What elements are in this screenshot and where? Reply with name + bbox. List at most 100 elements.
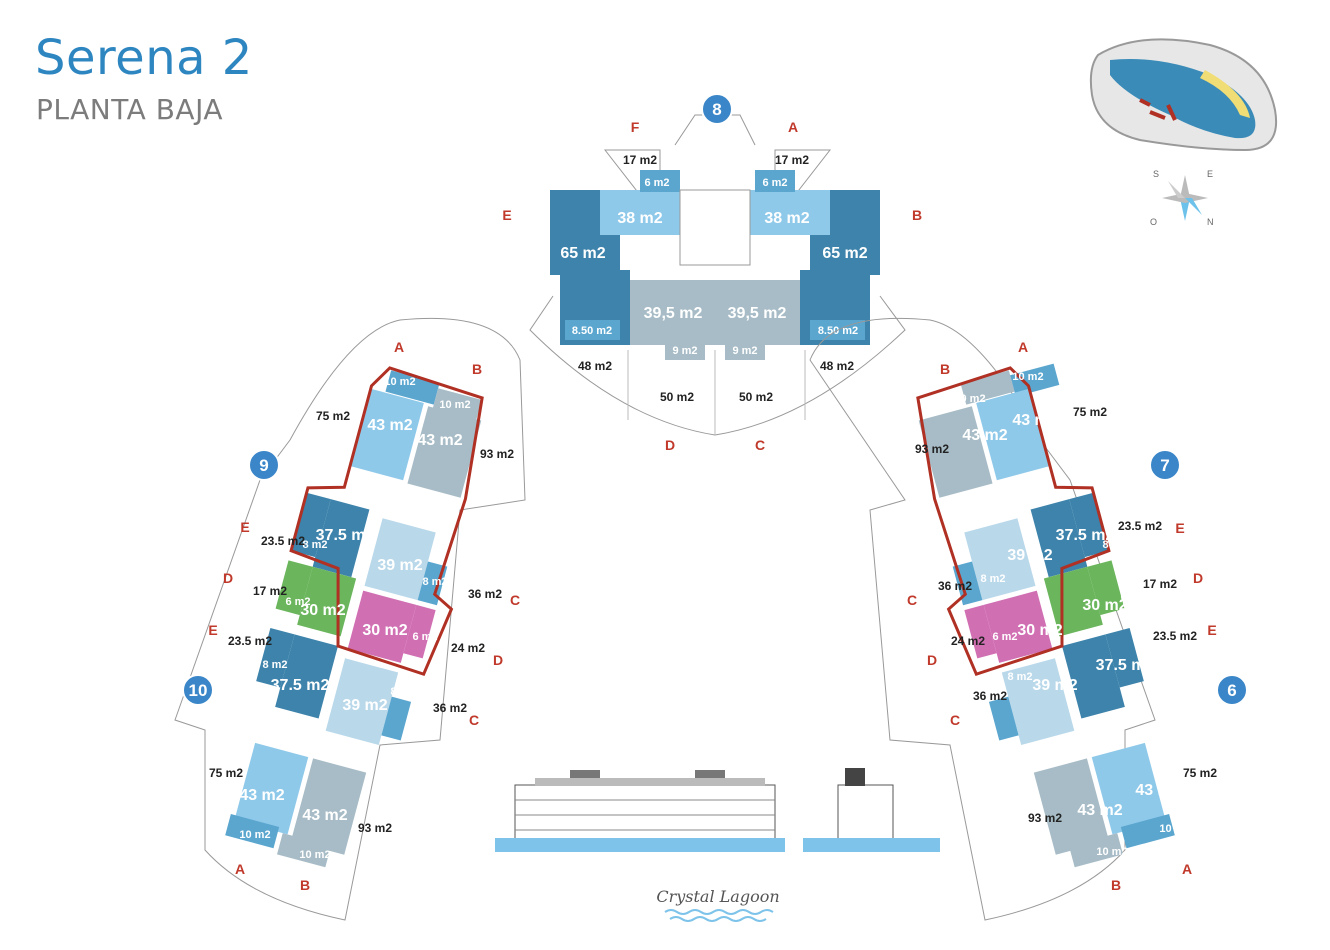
- b6-unit-label: 8 m2: [1007, 671, 1032, 683]
- b10-letter: B: [300, 877, 310, 893]
- b9-terrace-label: 93 m2: [480, 447, 514, 461]
- b9-letter: E: [208, 622, 217, 638]
- b9-letter: D: [223, 570, 233, 586]
- b9-terrace-label: 23.5 m2: [228, 634, 272, 648]
- b7-letter: D: [927, 652, 937, 668]
- b10-letter: A: [235, 861, 245, 877]
- b8-unit-label: 6 m2: [762, 177, 787, 189]
- b7-unit-label: 10 m2: [1012, 371, 1043, 383]
- front-elevation: [495, 770, 785, 852]
- b6-letter: A: [1182, 861, 1192, 877]
- b9-unit-label: 43 m2: [417, 432, 462, 449]
- b8-unit-label: 9 m2: [672, 345, 697, 357]
- b7-unit-label: 30 m2: [1017, 622, 1062, 639]
- b6-unit-label: 43 m2: [1135, 782, 1180, 799]
- b6-unit-label: 39 m2: [1032, 677, 1077, 694]
- page-title: Serena 2: [35, 30, 253, 86]
- b9-unit-label: 39 m2: [377, 557, 422, 574]
- b9-letter: C: [510, 592, 520, 608]
- building-8-badge: [701, 93, 733, 125]
- b9-terrace-label: 36 m2: [468, 587, 502, 601]
- crystal-lagoon-logo: Crystal Lagoon: [656, 887, 780, 922]
- side-elevation: [803, 768, 940, 852]
- building-6-badge: [1216, 674, 1248, 706]
- b9-unit-label: 10 m2: [439, 399, 470, 411]
- b7-terrace-label: 75 m2: [1073, 405, 1107, 419]
- b9-terrace-label: 36 m2: [433, 701, 467, 715]
- b7-terrace-label: 36 m2: [973, 689, 1007, 703]
- b7-terrace-label: 93 m2: [915, 442, 949, 456]
- building-10-number: 10: [189, 681, 208, 700]
- building-8: 8 6 m2 6 m2 38 m2 38 m2 65 m2 65 m2 39,5…: [502, 93, 922, 453]
- b7-unit-label: 39 m2: [1007, 547, 1052, 564]
- b8-terrace-label: 17 m2: [775, 153, 809, 167]
- right-wing: 7 6 10 m2 10 m2 43 m2 43 m2 37.5 m2 8 m2…: [809, 317, 1248, 921]
- b9-terrace-label: 24 m2: [451, 641, 485, 655]
- b7-terrace-label: 24 m2: [951, 634, 985, 648]
- b8-unit-label: 6 m2: [644, 177, 669, 189]
- b8-terrace-label: 17 m2: [623, 153, 657, 167]
- b9-terrace-label: 23.5 m2: [261, 534, 305, 548]
- brand-text: Crystal Lagoon: [656, 887, 779, 906]
- left-wing: 9 10 10 m2 10 m2 43 m2 43 m2 37.5 m2 8 m…: [174, 317, 526, 921]
- b6-letter: B: [1111, 877, 1121, 893]
- b10-unit-label: 43 m2: [302, 807, 347, 824]
- building-9-number: 9: [259, 456, 268, 475]
- b8-terrace-label: 50 m2: [739, 390, 773, 404]
- b10-unit-label: 43 m2: [239, 787, 284, 804]
- b7-terrace-label: 23.5 m2: [1153, 629, 1197, 643]
- b7-unit-label: 10 m2: [954, 393, 985, 405]
- b9-unit-label: 43 m2: [367, 417, 412, 434]
- b6-unit-label: 8 m2: [1137, 641, 1162, 653]
- b10-unit-label: 10 m2: [239, 829, 270, 841]
- b7-unit-label: 37.5 m2: [1056, 527, 1115, 544]
- b8-unit-label: 39,5 m2: [644, 305, 703, 322]
- compass-o: O: [1150, 217, 1157, 227]
- building-7-number: 7: [1160, 456, 1169, 475]
- b7-unit-label: 43 m2: [962, 427, 1007, 444]
- b8-unit-label: 38 m2: [764, 210, 809, 227]
- b8-unit-label: 8.50 m2: [818, 325, 858, 337]
- b8-unit-label: 39,5 m2: [728, 305, 787, 322]
- b7-letter: B: [940, 361, 950, 377]
- b8-unit-label: 65 m2: [822, 245, 867, 262]
- b7-unit-label: 8 m2: [1102, 539, 1127, 551]
- building-6-number: 6: [1227, 681, 1236, 700]
- compass-e: E: [1207, 169, 1213, 179]
- b10-unit-label: 8 m2: [390, 686, 415, 698]
- b7-terrace-label: 17 m2: [1143, 577, 1177, 591]
- b6-unit-label: 10 m2: [1096, 846, 1127, 858]
- b7-terrace-label: 36 m2: [938, 579, 972, 593]
- building-10-badge: [182, 674, 214, 706]
- b9-unit-label: 10 m2: [384, 376, 415, 388]
- compass-n: N: [1207, 217, 1214, 227]
- b7-letter: C: [950, 712, 960, 728]
- b9-letter: B: [472, 361, 482, 377]
- b6-unit-label: 43 m2: [1077, 802, 1122, 819]
- b10-terrace-label: 93 m2: [358, 821, 392, 835]
- b8-unit-label: 38 m2: [617, 210, 662, 227]
- lagoon-shape: [1110, 59, 1256, 139]
- building-7-badge: [1149, 449, 1181, 481]
- compass-s: S: [1153, 169, 1159, 179]
- b8-letter: E: [502, 207, 511, 223]
- b8-letter: A: [788, 119, 798, 135]
- b6-terrace-label: 75 m2: [1183, 766, 1217, 780]
- b8-terrace-label: 50 m2: [660, 390, 694, 404]
- b9-letter: A: [394, 339, 404, 355]
- b10-unit-label: 8 m2: [262, 659, 287, 671]
- b8-terrace-label: 48 m2: [578, 359, 612, 373]
- b8-unit-label: 65 m2: [560, 245, 605, 262]
- b6-unit-label: 10 m2: [1159, 823, 1190, 835]
- b6-terrace-label: 93 m2: [1028, 811, 1062, 825]
- b7-unit-label: 6 m2: [1120, 591, 1145, 603]
- b10-unit-label: 37.5 m2: [271, 677, 330, 694]
- b7-unit-label: 43 m2: [1012, 412, 1057, 429]
- site-map: [1089, 38, 1278, 152]
- b9-unit-label: 8 m2: [302, 539, 327, 551]
- building-9-badge: [248, 449, 280, 481]
- b9-terrace-label: 17 m2: [253, 584, 287, 598]
- b10-terrace-label: 75 m2: [209, 766, 243, 780]
- b9-unit-label: 30 m2: [300, 602, 345, 619]
